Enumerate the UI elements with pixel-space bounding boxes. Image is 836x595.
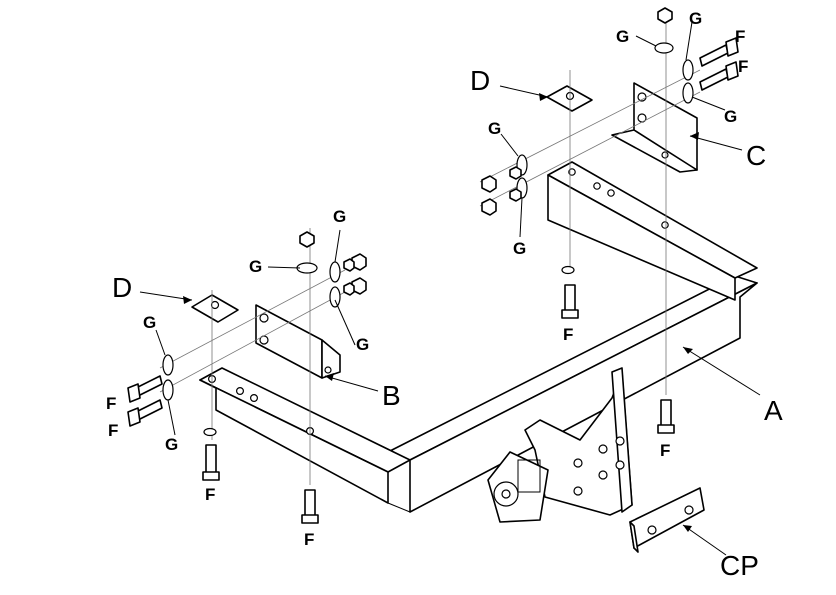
socket-plate (487, 451, 549, 523)
label-f: F (106, 394, 116, 413)
label-g: G (249, 257, 262, 276)
label-f: F (735, 27, 745, 46)
alignment-axes (159, 8, 701, 485)
bolt-labels: F F F F F F F F (106, 27, 748, 549)
label-g: G (724, 107, 737, 126)
label-f: F (563, 325, 573, 344)
label-b: B (382, 380, 401, 411)
label-a: A (764, 395, 783, 426)
label-f: F (108, 421, 118, 440)
label-g: G (616, 27, 629, 46)
label-g: G (356, 335, 369, 354)
plate-d-left (191, 294, 239, 323)
label-f: F (738, 57, 748, 76)
label-f: F (205, 485, 215, 504)
label-g: G (143, 313, 156, 332)
label-g: G (488, 119, 501, 138)
label-cp: CP (720, 550, 759, 581)
label-g: G (165, 435, 178, 454)
leader-lines (139, 21, 761, 556)
bracket-b (255, 304, 341, 379)
label-g: G (333, 207, 346, 226)
label-d-right: D (470, 65, 490, 96)
left-side-arm (199, 367, 411, 504)
label-f: F (660, 441, 670, 460)
crossbar-a (387, 275, 758, 513)
bracket-c (611, 82, 698, 173)
label-f: F (304, 530, 314, 549)
bolts (127, 37, 739, 524)
plate-d-right (546, 85, 593, 112)
label-g: G (689, 9, 702, 28)
label-d-left: D (112, 272, 132, 303)
part-labels: A B C D D CP (112, 65, 783, 581)
nuts (299, 7, 673, 296)
label-g: G (513, 239, 526, 258)
washer-labels: G G G G G G G G G G (143, 9, 737, 454)
right-side-arm (547, 161, 758, 301)
drop-plate (524, 367, 633, 516)
plate-cp (629, 487, 705, 553)
label-c: C (746, 140, 766, 171)
